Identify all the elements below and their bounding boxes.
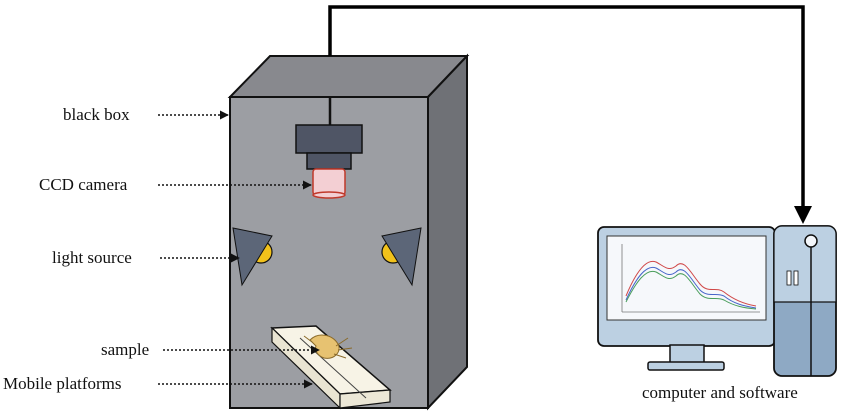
label-light-source: light source (52, 248, 132, 267)
mobile-platform (270, 325, 392, 410)
data-cable (328, 5, 805, 208)
computer-monitor-icon (597, 226, 776, 371)
light-icon (381, 227, 422, 287)
arrow-icon (794, 206, 812, 224)
light-icon (232, 227, 273, 287)
black-box-side (427, 53, 468, 411)
black-box-top (227, 55, 470, 98)
label-sample: sample (101, 340, 150, 359)
label-ccd-camera: CCD camera (39, 175, 128, 194)
label-computer-software: computer and software (642, 383, 798, 402)
label-black-box: black box (63, 105, 130, 124)
leader-lines (158, 110, 320, 389)
camera-icon (295, 124, 363, 199)
computer-tower-icon (773, 225, 837, 377)
label-mobile-platforms: Mobile platforms (3, 374, 122, 393)
